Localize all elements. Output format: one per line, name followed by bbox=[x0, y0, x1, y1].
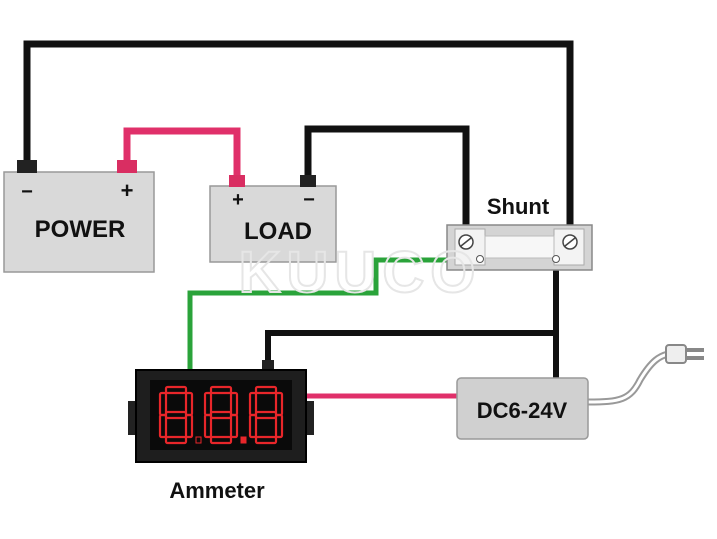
digit-1-segment-6 bbox=[209, 410, 233, 420]
digit-0-segment-0 bbox=[164, 385, 188, 395]
wire-supply-to-ammeter bbox=[265, 330, 556, 366]
digit-1-segment-5 bbox=[203, 391, 213, 417]
power-positive-sign: + bbox=[121, 178, 134, 203]
wire-power-positive-to-load bbox=[123, 127, 241, 182]
digit-0-segment-2 bbox=[184, 413, 194, 439]
load-box: + − LOAD bbox=[209, 175, 337, 263]
digit-1-segment-3 bbox=[209, 435, 233, 445]
digit-2-segment-0 bbox=[254, 385, 278, 395]
load-positive-sign: + bbox=[232, 189, 244, 211]
shunt-label: Shunt bbox=[487, 194, 550, 219]
supply-label: DC6-24V bbox=[477, 398, 568, 423]
load-negative-sign: − bbox=[303, 189, 315, 211]
shunt: Shunt bbox=[446, 194, 593, 271]
digit-2-segment-3 bbox=[254, 435, 278, 445]
wire-power-negative-to-shunt bbox=[23, 40, 574, 240]
digit-1-segment-0 bbox=[209, 385, 233, 395]
digit-0-segment-5 bbox=[158, 391, 168, 417]
ammeter: Ammeter bbox=[128, 360, 314, 503]
ammeter-label: Ammeter bbox=[169, 478, 265, 503]
digit-2-segment-5 bbox=[248, 391, 258, 417]
digit-1-segment-2 bbox=[229, 413, 239, 439]
digit-2-segment-2 bbox=[274, 413, 284, 439]
watermark: KUUCO bbox=[239, 240, 482, 305]
ammeter-digits bbox=[158, 385, 284, 445]
decimal-point-0 bbox=[195, 436, 202, 444]
digit-0-segment-3 bbox=[164, 435, 188, 445]
digit-2-segment-6 bbox=[254, 410, 278, 420]
power-label: POWER bbox=[35, 216, 126, 243]
dc-supply: DC6-24V bbox=[456, 377, 589, 440]
plug-icon bbox=[665, 344, 704, 364]
wire-shunt-to-ammeter-sense bbox=[187, 257, 472, 370]
digit-0-segment-6 bbox=[164, 410, 188, 420]
wire-load-negative-to-shunt bbox=[304, 125, 470, 240]
power-negative-sign: − bbox=[21, 181, 33, 203]
load-label: LOAD bbox=[244, 218, 312, 245]
power-battery: − + POWER bbox=[3, 160, 155, 273]
decimal-point-1 bbox=[240, 436, 247, 444]
